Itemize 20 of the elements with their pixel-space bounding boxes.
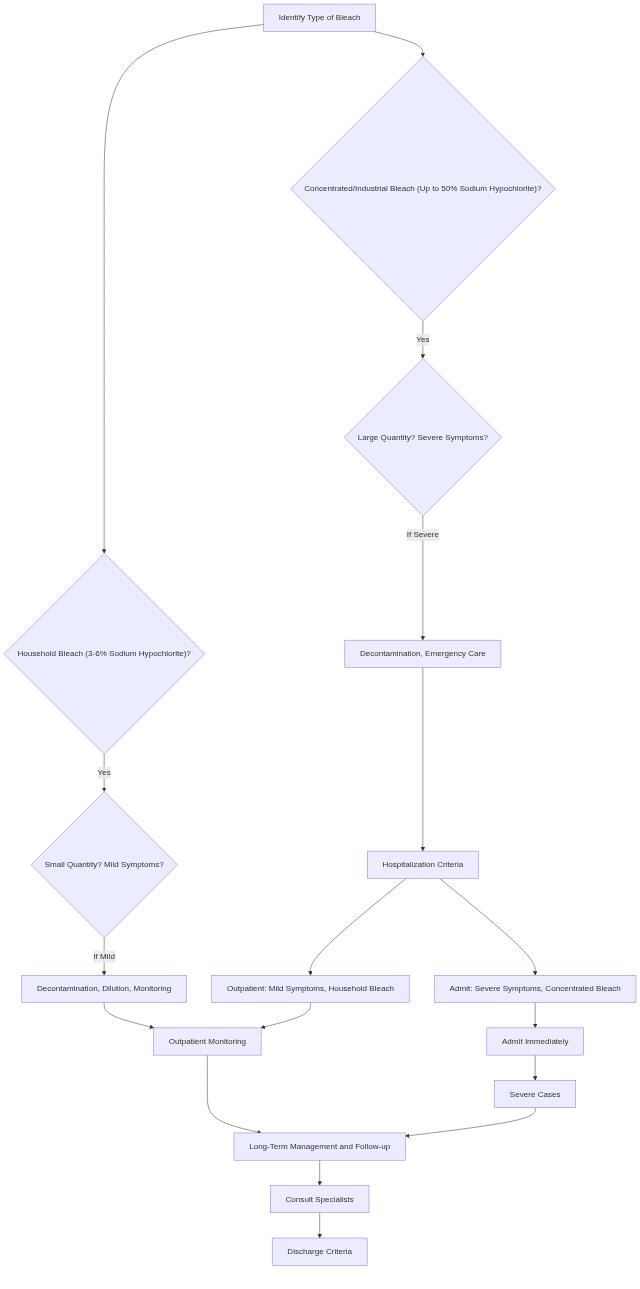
edge-label: If Severe <box>406 530 440 539</box>
node-box: Outpatient Monitoring <box>153 1027 262 1056</box>
node-box: Long-Term Management and Follow-up <box>233 1132 406 1161</box>
node-box: Admit Immediately <box>486 1027 584 1056</box>
node-box: Decontamination, Emergency Care <box>344 639 502 668</box>
node-box: Identify Type of Bleach <box>263 3 376 32</box>
node-diamond: Large Quantity? Severe Symptoms? <box>344 358 503 517</box>
edge-label: If Mild <box>93 952 115 961</box>
node-box: Consult Specialists <box>270 1185 370 1213</box>
edge-label: Yes <box>416 335 430 344</box>
node-box: Admit: Severe Symptoms, Concentrated Bleach <box>434 975 637 1003</box>
node-box: Outpatient: Mild Symptoms, Household Bleach <box>211 975 410 1003</box>
node-box: Discharge Criteria <box>271 1237 368 1266</box>
node-diamond: Concentrated/Industrial Bleach (Up to 50% Sodium Hypochlorite)? <box>290 56 556 322</box>
node-box: Severe Cases <box>494 1080 576 1108</box>
node-box: Decontamination, Dilution, Monitoring <box>21 975 187 1003</box>
node-diamond: Small Quantity? Mild Symptoms? <box>31 791 178 939</box>
edge-label: Yes <box>97 768 111 777</box>
node-box: Hospitalization Criteria <box>367 850 479 879</box>
node-diamond: Household Bleach (3-6% Sodium Hypochlorite)? <box>3 553 206 755</box>
